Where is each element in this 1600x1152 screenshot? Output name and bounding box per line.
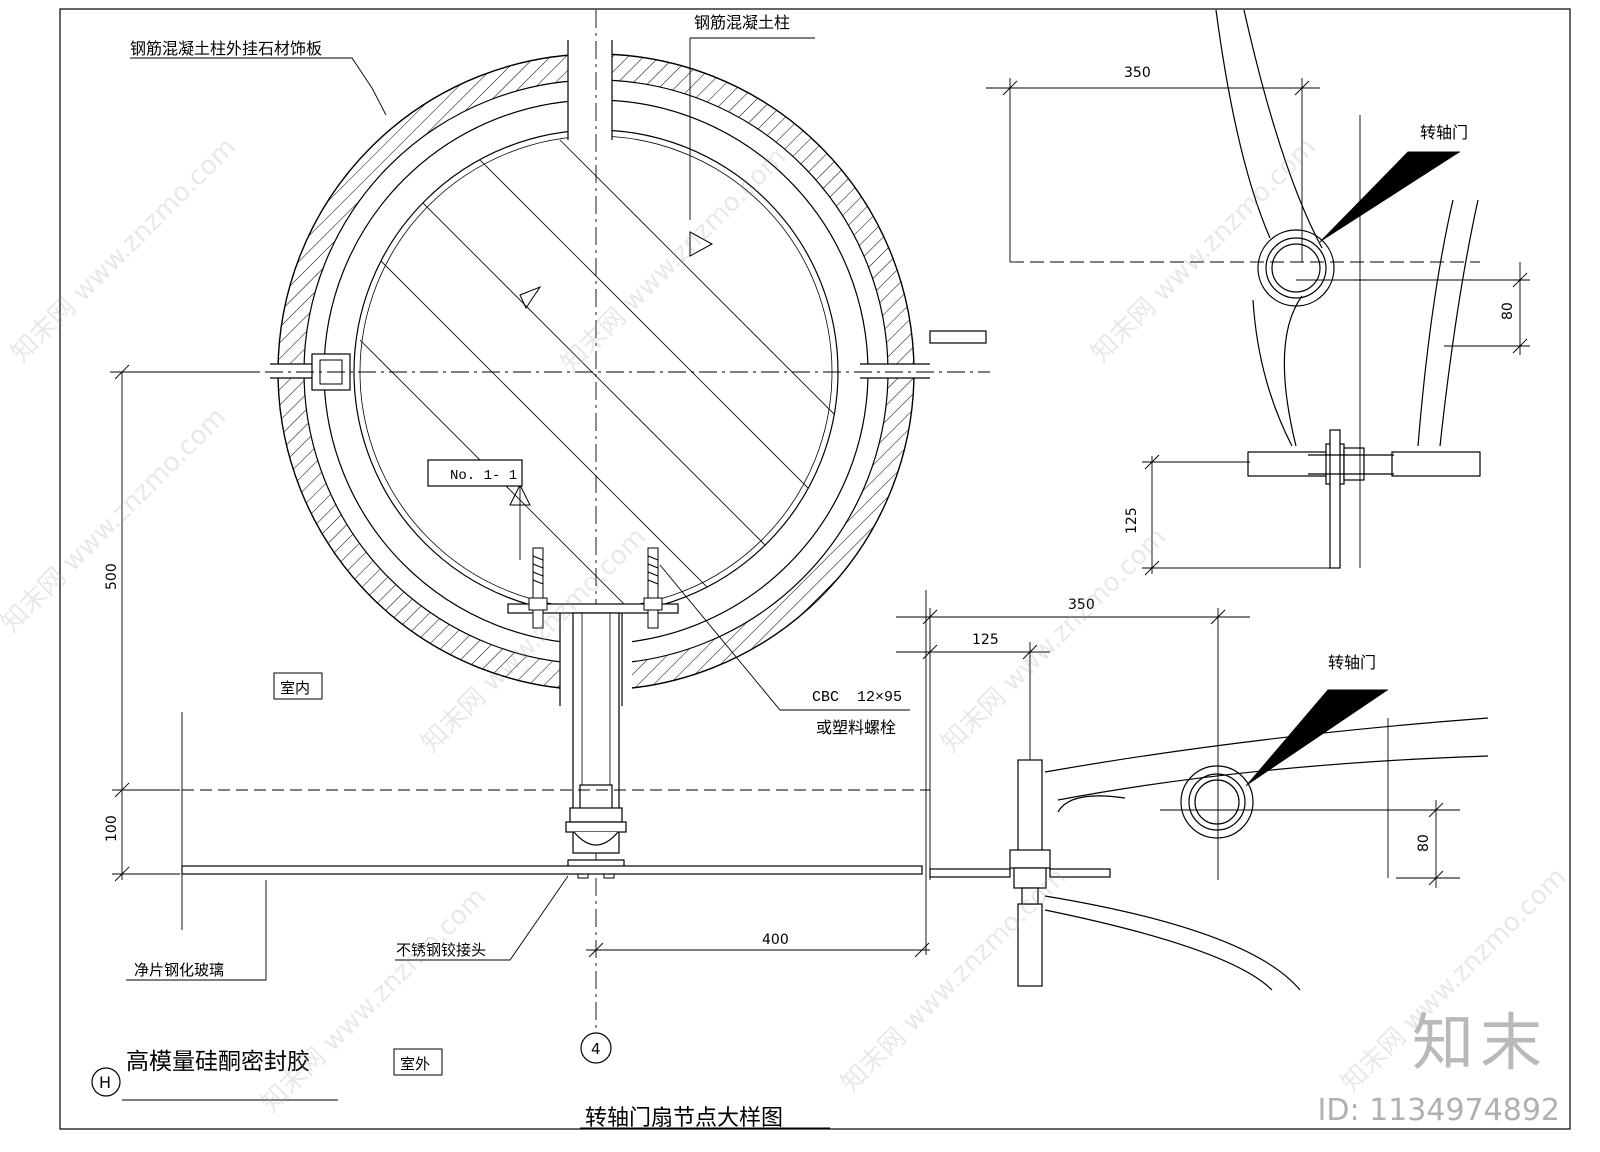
left-leaders: [122, 37, 910, 1129]
section-tag-box: [427, 459, 523, 487]
top-right-detail: [1215, 9, 1481, 569]
top-right-dims: [986, 78, 1530, 576]
label-tempered-glass: 净片钢化玻璃: [134, 961, 224, 979]
label-outdoor: 室外: [400, 1055, 430, 1073]
label-stainless-hinge: 不锈钢铰接头: [396, 941, 486, 959]
dim-mid-width: 350: [1068, 597, 1095, 613]
dim-top-offset: 80: [1500, 302, 1516, 320]
dim-bottom-width: 400: [762, 932, 789, 948]
label-pivot-door-bottom: 转轴门: [1328, 653, 1376, 672]
label-indoor: 室内: [280, 679, 310, 697]
h-marker: H: [99, 1073, 111, 1092]
label-pivot-door-top: 转轴门: [1420, 123, 1468, 142]
dim-left-height: 500: [104, 563, 120, 590]
left-dimensions: [112, 364, 930, 958]
label-column-stone-panel: 钢筋混凝土柱外挂石材饰板: [130, 39, 322, 58]
dim-left-small: 100: [104, 815, 120, 842]
dim-top-height: 125: [1124, 507, 1140, 534]
label-anchor-bolt-2: 或塑料螺栓: [816, 718, 896, 737]
section-tag: No. 1- 1: [450, 468, 517, 484]
label-anchor-bolt-1: CBC 12×95: [812, 689, 902, 706]
dim-mid-offset: 125: [972, 632, 999, 648]
sheet-border: [59, 8, 1571, 1130]
label-sealant: 高模量硅酮密封胶: [126, 1049, 310, 1075]
drawing-title: 转轴门扇节点大样图: [585, 1106, 783, 1131]
mid-right-dims: [896, 608, 1460, 888]
axis-marker: 4: [591, 1040, 601, 1058]
document-id: ID: 1134974892: [1317, 1093, 1560, 1128]
label-rc-column: 钢筋混凝土柱: [694, 13, 790, 32]
dim-right-offset: 80: [1416, 834, 1432, 852]
brand-logo: 知末: [1411, 1006, 1548, 1079]
mid-right-detail: [929, 717, 1489, 991]
dim-top-width: 350: [1124, 65, 1151, 81]
column-section: [91, 10, 990, 1097]
